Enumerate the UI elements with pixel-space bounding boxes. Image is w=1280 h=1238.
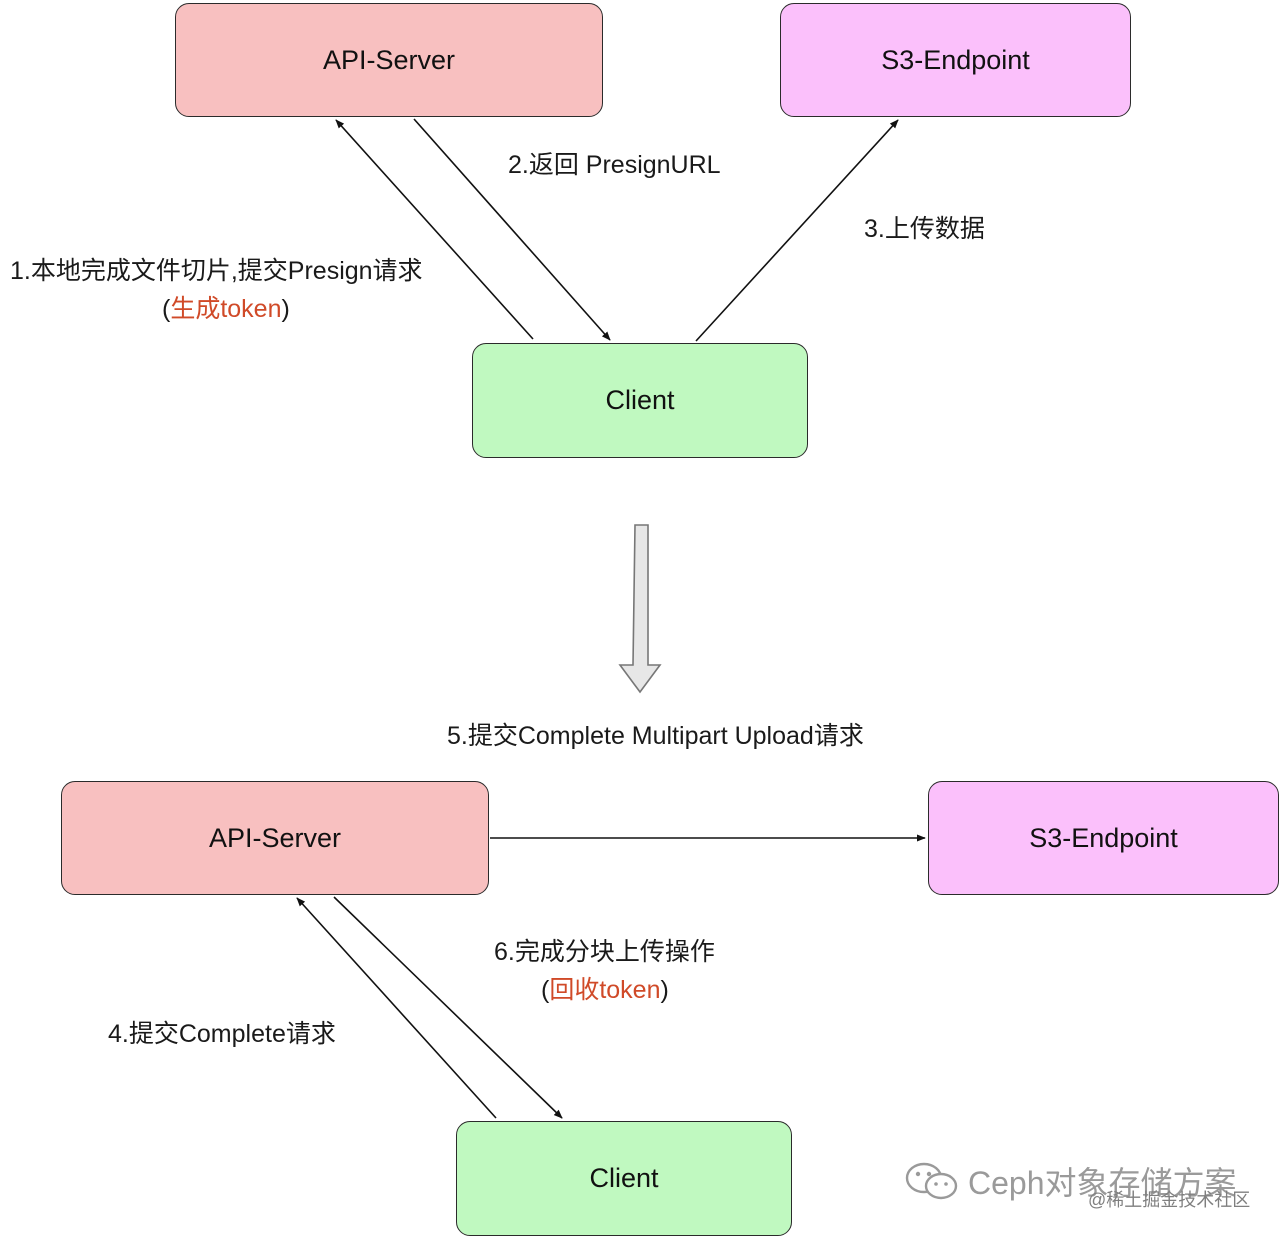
s3-endpoint-node-bottom: S3-Endpoint [928,781,1279,895]
client-node-bottom: Client [456,1121,792,1236]
client-node-top: Client [472,343,808,458]
api-server-label-bottom: API-Server [208,822,342,853]
step6-highlight: 回收token [549,976,661,1004]
step1-highlight: 生成token [170,295,282,323]
api-server-node-bottom: API-Server [61,781,489,895]
s3-endpoint-label-bottom: S3-Endpoint [1029,822,1178,853]
api-server-node-top: API-Server [175,3,603,117]
transition-arrow [618,524,662,694]
edge-client-to-api-request [335,119,534,340]
step4-label: 4.提交Complete请求 [108,1020,336,1048]
step1-label: 1.本地完成文件切片,提交Presign请求 [10,257,423,285]
watermark-text: Ceph对象存储方案 [968,1165,1237,1201]
client-label-bottom: Client [589,1163,659,1193]
edge-api-to-client-done [333,896,563,1119]
watermark: Ceph对象存储方案 [904,1158,1237,1204]
step6-sublabel: (回收token) [541,978,669,1003]
client-label-top: Client [605,385,675,415]
watermark-sub: @稀土掘金技术社区 [1088,1190,1251,1210]
step2-label: 2.返回 PresignURL [508,151,721,179]
step6-label: 6.完成分块上传操作 [494,938,715,966]
step5-label: 5.提交Complete Multipart Upload请求 [447,722,864,750]
s3-endpoint-node-top: S3-Endpoint [780,3,1131,117]
edge-client-to-api-complete [296,897,497,1119]
step1-sublabel: (生成token) [162,297,290,322]
step1-paren-open: ( [162,295,171,323]
s3-endpoint-label-top: S3-Endpoint [881,44,1030,75]
step6-paren-close: ) [660,976,669,1004]
wechat-icon [904,1161,962,1201]
step6-paren-open: ( [541,976,550,1004]
step1-paren-close: ) [281,295,290,323]
step3-label: 3.上传数据 [864,215,985,243]
api-server-label-top: API-Server [322,44,456,75]
